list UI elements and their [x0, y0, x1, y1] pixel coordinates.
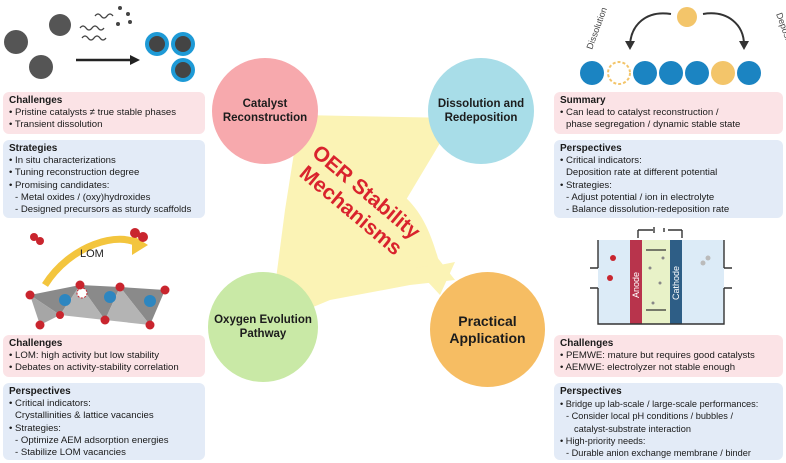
box-item: - Stabilize LOM vacancies	[15, 447, 126, 459]
box-item: • Strategies:	[560, 179, 612, 191]
box-item: • Strategies:	[9, 422, 61, 434]
dissolution-redeposition-circle: Dissolution and Redeposition	[428, 58, 534, 164]
box-heading: Summary	[560, 95, 606, 106]
box-heading: Perspectives	[560, 386, 622, 397]
box-item: • Debates on activity-stability correlat…	[9, 362, 179, 374]
practical-application-circle: Practical Application	[430, 272, 545, 387]
box-item: - Balance dissolution-redeposition rate	[566, 204, 730, 216]
box-item: • Bridge up lab-scale / large-scale perf…	[560, 399, 759, 410]
box-item: - Consider local pH conditions / bubbles…	[566, 411, 733, 422]
box-heading: Strategies	[9, 143, 58, 154]
oep-perspectives-box: Perspectives • Critical indicators: Crys…	[3, 383, 205, 460]
box-item: • Critical indicators:	[9, 398, 91, 410]
box-item: • PEMWE: mature but requires good cataly…	[560, 350, 755, 362]
box-item: catalyst-substrate interaction	[574, 423, 691, 434]
box-item: • LOM: high activity but low stability	[9, 350, 159, 362]
box-item: Crystallinities & lattice vacancies	[15, 410, 154, 422]
oep-challenges-box: Challenges • LOM: high activity but low …	[3, 335, 205, 377]
box-heading: Perspectives	[560, 143, 622, 154]
catalyst-reconstruction-circle: Catalyst Reconstruction	[212, 58, 318, 164]
box-item: - Durable anion exchange membrane / bind…	[566, 448, 751, 459]
box-heading: Challenges	[9, 95, 63, 106]
circle-label: Redeposition	[444, 112, 518, 124]
box-item: Deposition rate at different potential	[566, 167, 718, 179]
box-item: phase segregation / dynamic stable state	[566, 119, 741, 131]
box-item: - Adjust potential / ion in electrolyte	[566, 191, 715, 203]
dissolution-label: Dissolution	[584, 6, 608, 51]
practical-perspectives-box: Perspectives • Bridge up lab-scale / lar…	[554, 383, 783, 460]
box-item: • High-priority needs:	[560, 435, 646, 446]
anode-label: Anode	[631, 272, 641, 298]
box-item: • In situ characterizations	[9, 155, 116, 167]
circle-label: Reconstruction	[222, 112, 308, 124]
reconstruction-illustration	[4, 6, 195, 82]
dissolution-illustration: Dissolution Deposition	[580, 6, 786, 85]
cathode-label: Cathode	[671, 266, 681, 300]
box-item: • Transient dissolution	[9, 119, 103, 131]
electrolyzer-illustration: Anode Cathode	[590, 227, 732, 325]
circle-label: Pathway	[239, 328, 287, 340]
box-item: • AEMWE: electrolyzer not stable enough	[560, 362, 736, 374]
box-item: - Optimize AEM adsorption energies	[15, 434, 169, 446]
box-item: - Metal oxides / (oxy)hydroxides	[15, 191, 151, 203]
box-item: • Promising candidates:	[9, 179, 110, 191]
dissolution-perspectives-box: Perspectives • Critical indicators: Depo…	[554, 140, 783, 218]
oxygen-evolution-pathway-circle: Oxygen Evolution Pathway	[208, 272, 318, 382]
box-heading: Challenges	[560, 338, 614, 349]
circle-label: Practical	[458, 312, 517, 329]
practical-challenges-box: Challenges • PEMWE: mature but requires …	[554, 335, 783, 377]
box-item: • Critical indicators:	[560, 155, 642, 167]
box-heading: Perspectives	[9, 386, 71, 397]
box-item: - Designed precursors as sturdy scaffold…	[15, 204, 192, 216]
circle-label: Dissolution and	[437, 98, 525, 110]
lom-illustration: LOM	[25, 228, 170, 330]
circle-label: Oxygen Evolution	[214, 314, 312, 326]
deposition-label: Deposition	[774, 11, 786, 54]
box-item: • Pristine catalysts ≠ true stable phase…	[9, 107, 176, 119]
reconstruction-challenges-box: Challenges • Pristine catalysts ≠ true s…	[3, 92, 205, 134]
box-item: • Can lead to catalyst reconstruction /	[560, 107, 719, 119]
lom-label: LOM	[80, 248, 104, 260]
box-item: • Tuning reconstruction degree	[9, 167, 140, 179]
dissolution-summary-box: Summary • Can lead to catalyst reconstru…	[554, 92, 783, 134]
circle-label: Catalyst	[242, 98, 288, 110]
box-heading: Challenges	[9, 338, 63, 349]
circle-label: Application	[449, 329, 526, 346]
reconstruction-strategies-box: Strategies • In situ characterizations •…	[3, 140, 205, 218]
